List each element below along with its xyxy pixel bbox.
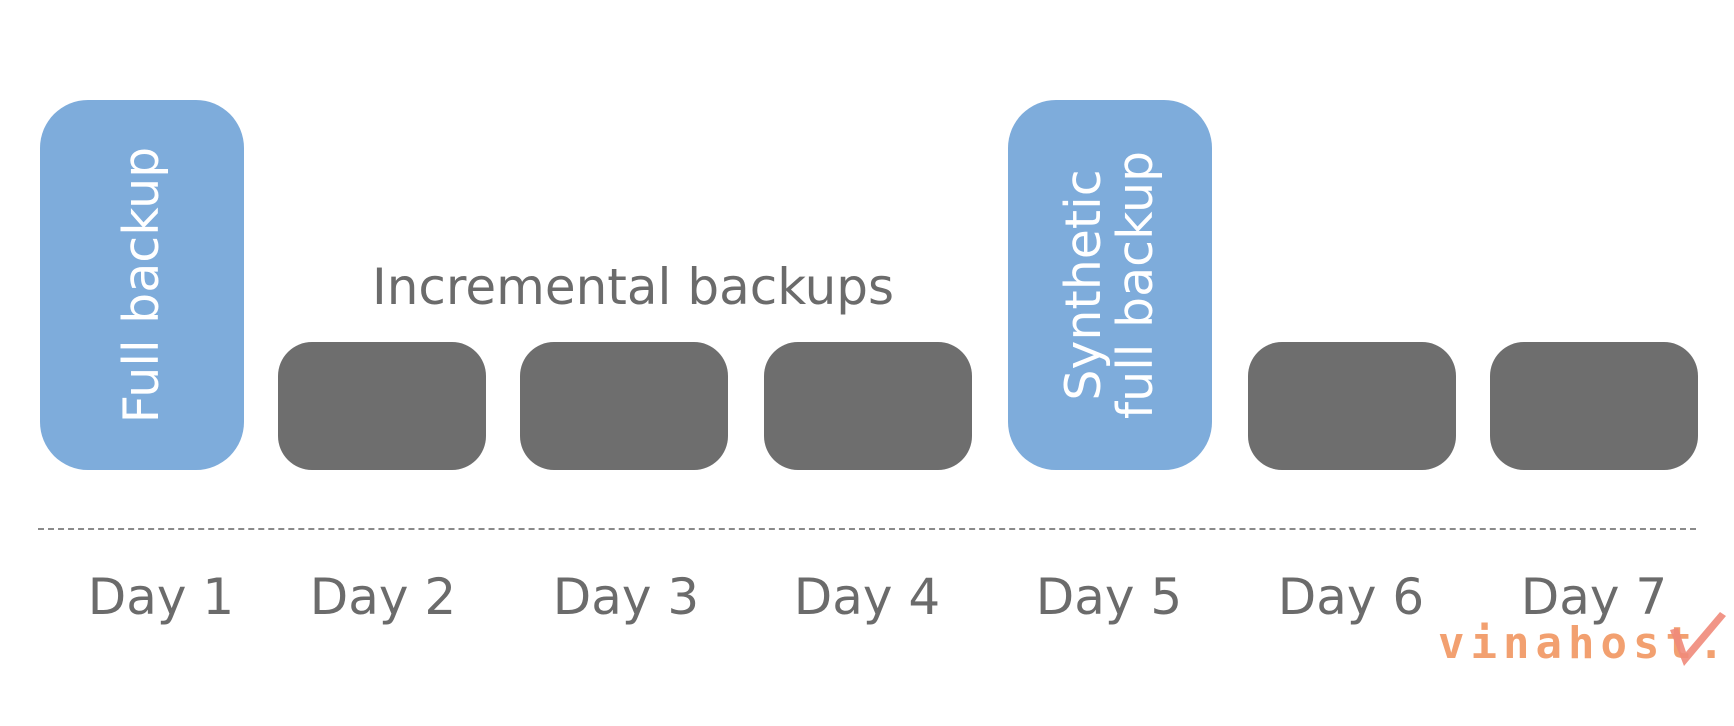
day-label-3: Day 3 — [552, 568, 700, 626]
incremental-backup-box-day-4 — [764, 342, 972, 470]
full-backup-label: Full backup — [113, 146, 170, 424]
full-backup-box: Full backup — [40, 100, 244, 470]
incremental-backup-box-day-3 — [520, 342, 728, 470]
day-label-1: Day 1 — [87, 568, 235, 626]
incremental-backup-box-day-2 — [278, 342, 486, 470]
day-label-7: Day 7 — [1520, 568, 1668, 626]
incremental-backup-box-day-7 — [1490, 342, 1698, 470]
incremental-backup-box-day-6 — [1248, 342, 1456, 470]
synthetic-full-backup-box: Synthetic full backup — [1008, 100, 1212, 470]
incremental-backups-label: Incremental backups — [372, 258, 895, 316]
vinahost-logo: vinahost. — [1438, 612, 1726, 669]
synthetic-full-backup-label-line-1: Synthetic — [1055, 169, 1112, 401]
timeline-divider — [38, 528, 1696, 530]
day-label-2: Day 2 — [309, 568, 457, 626]
full-backup-label-line: Full backup — [113, 146, 170, 424]
day-label-5: Day 5 — [1035, 568, 1183, 626]
day-label-4: Day 4 — [793, 568, 941, 626]
day-label-6: Day 6 — [1277, 568, 1425, 626]
synthetic-full-backup-label: Synthetic full backup — [1055, 150, 1164, 420]
checkmark-icon — [1670, 612, 1726, 666]
synthetic-full-backup-label-line-2: full backup — [1107, 150, 1164, 420]
